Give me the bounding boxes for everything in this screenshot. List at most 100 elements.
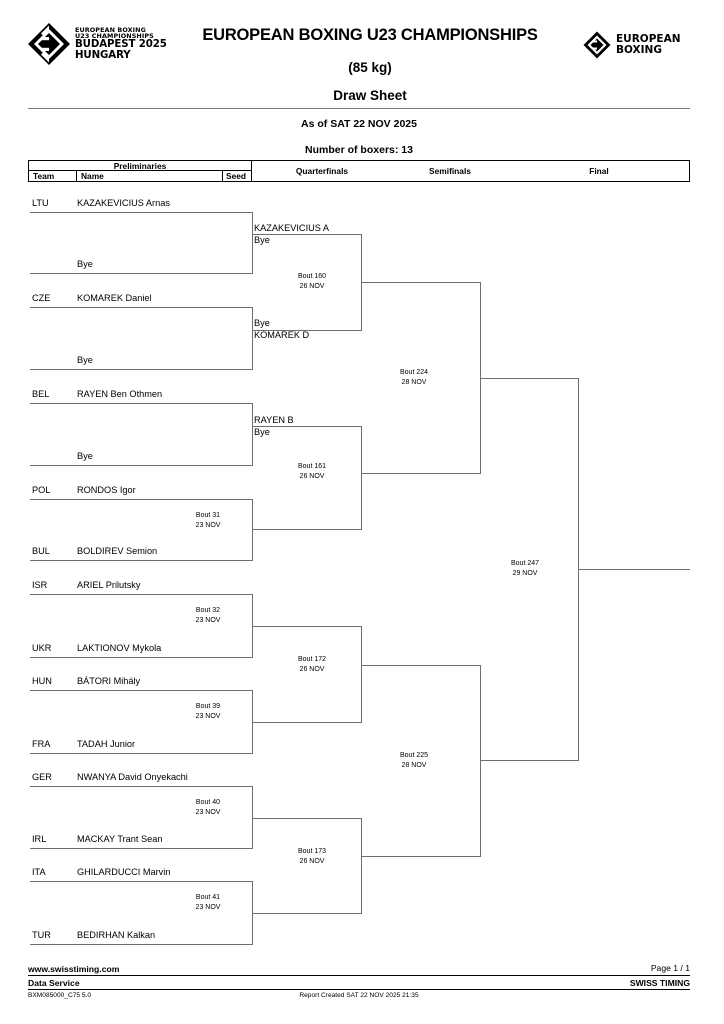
bout-date: 28 NOV xyxy=(401,761,427,769)
prelim-line xyxy=(30,944,253,945)
team-code: ISR xyxy=(32,580,48,590)
prelim-connector xyxy=(252,881,253,944)
team-code: LTU xyxy=(32,198,49,208)
team-code: CZE xyxy=(32,293,51,303)
athlete-name: TADAH Junior xyxy=(77,739,136,749)
bout-number: Bout 41 xyxy=(195,894,221,901)
col-team: Team xyxy=(29,171,77,182)
bout-date: 26 NOV xyxy=(299,282,325,290)
european-boxing-logo: EUROPEAN BOXING xyxy=(583,29,693,61)
prelim-line xyxy=(30,753,253,754)
bout-number: Bout 224 xyxy=(399,369,429,376)
team-code: BEL xyxy=(32,389,50,399)
bout-label: Bout 173 26 NOV xyxy=(284,847,340,866)
qf-qualified-name: KAZAKEVICIUS A xyxy=(254,223,330,233)
team-code: POL xyxy=(32,485,51,495)
bout-number: Bout 31 xyxy=(195,512,221,519)
prelim-line xyxy=(30,657,253,658)
bout-number: Bout 225 xyxy=(399,752,429,759)
prelim-connector xyxy=(252,594,253,657)
team-code: BUL xyxy=(32,546,50,556)
col-semifinals: Semifinals xyxy=(429,166,471,176)
bout-date: 23 NOV xyxy=(195,903,221,911)
prelim-line xyxy=(30,273,253,274)
athlete-name: KOMAREK Daniel xyxy=(77,293,152,303)
prelim-line xyxy=(30,786,253,787)
bout-label: Bout 225 28 NOV xyxy=(383,751,445,770)
prelim-line xyxy=(30,403,253,404)
page-title: EUROPEAN BOXING U23 CHAMPIONSHIPS xyxy=(202,26,538,44)
col-seed: Seed xyxy=(226,171,247,181)
footer-divider-1 xyxy=(28,975,690,976)
col-quarterfinals: Quarterfinals xyxy=(295,166,349,176)
bout-date: 23 NOV xyxy=(195,521,221,529)
col-preliminaries: Preliminaries xyxy=(29,161,251,171)
team-code: UKR xyxy=(32,643,52,653)
champion-line xyxy=(578,569,690,570)
bout-number: Bout 161 xyxy=(297,463,327,470)
qf-qualified-name: RAYEN B xyxy=(254,415,294,425)
sf-connector xyxy=(480,282,481,473)
prelim-line xyxy=(30,560,253,561)
logo-line-3: BUDAPEST 2025 xyxy=(75,39,167,51)
team-code: TUR xyxy=(32,930,51,940)
swisstiming-website[interactable]: www.swisstiming.com xyxy=(28,964,120,974)
bout-number: Bout 40 xyxy=(195,799,221,806)
prelim-connector xyxy=(252,786,253,848)
athlete-name: KAZAKEVICIUS Arnas xyxy=(77,198,170,208)
team-code: FRA xyxy=(32,739,51,749)
prelim-line xyxy=(30,369,253,370)
athlete-name: BOLDIREV Semion xyxy=(77,546,158,556)
eb-logo-line-2: BOXING xyxy=(616,44,662,56)
bout-label: Bout 41 23 NOV xyxy=(180,893,236,912)
bout-label: Bout 31 23 NOV xyxy=(180,511,236,530)
athlete-name: RONDOS Igor xyxy=(77,485,136,495)
diamond-logo-icon xyxy=(583,31,611,59)
athlete-name: Bye xyxy=(77,355,93,365)
bout-date: 26 NOV xyxy=(299,857,325,865)
prelim-connector xyxy=(252,690,253,753)
qf-line xyxy=(252,234,362,235)
qf-line xyxy=(252,913,362,914)
prelim-line xyxy=(30,594,253,595)
athlete-name: NWANYA David Onyekachi xyxy=(77,772,188,782)
team-code: IRL xyxy=(32,834,47,844)
col-name: Name xyxy=(77,171,223,182)
bout-label: Bout 172 26 NOV xyxy=(284,655,340,674)
column-header-table: Preliminaries Team Name Seed Quarterfina… xyxy=(28,160,690,182)
preliminaries-header-group: Preliminaries Team Name Seed xyxy=(29,161,252,182)
team-code: ITA xyxy=(32,867,46,877)
eb-logo-line-1: EUROPEAN xyxy=(616,32,681,45)
athlete-name: Bye xyxy=(77,259,93,269)
bout-label: Bout 40 23 NOV xyxy=(180,798,236,817)
prelim-line xyxy=(30,465,253,466)
bout-date: 23 NOV xyxy=(195,712,221,720)
final-line xyxy=(480,760,579,761)
data-service-label: Data Service xyxy=(28,978,80,988)
qf-connector xyxy=(361,426,362,529)
prelim-connector xyxy=(252,212,253,273)
prelim-connector xyxy=(252,403,253,465)
bout-label: Bout 32 23 NOV xyxy=(180,606,236,625)
qf-line xyxy=(252,330,362,331)
qf-line xyxy=(252,426,362,427)
athlete-name: LAKTIONOV Mykola xyxy=(77,643,162,653)
sf-line xyxy=(361,282,481,283)
prelim-line xyxy=(30,690,253,691)
bout-date: 23 NOV xyxy=(195,616,221,624)
qf-qualified-name: Bye xyxy=(254,235,270,245)
qf-line xyxy=(252,818,362,819)
qf-qualified-name: Bye xyxy=(254,318,270,328)
team-code: GER xyxy=(32,772,52,782)
bout-date: 29 NOV xyxy=(512,569,538,577)
bout-label: Bout 161 26 NOV xyxy=(284,462,340,481)
prelim-line xyxy=(30,881,253,882)
qf-line xyxy=(252,529,362,530)
athlete-name: MACKAY Trant Sean xyxy=(77,834,163,844)
bout-date: 26 NOV xyxy=(299,472,325,480)
sheet-name: Draw Sheet xyxy=(333,88,407,103)
sf-line xyxy=(361,856,481,857)
logo-line-2: U23 CHAMPIONSHIPS xyxy=(75,32,154,41)
bout-label: Bout 39 23 NOV xyxy=(180,702,236,721)
qf-line xyxy=(252,722,362,723)
